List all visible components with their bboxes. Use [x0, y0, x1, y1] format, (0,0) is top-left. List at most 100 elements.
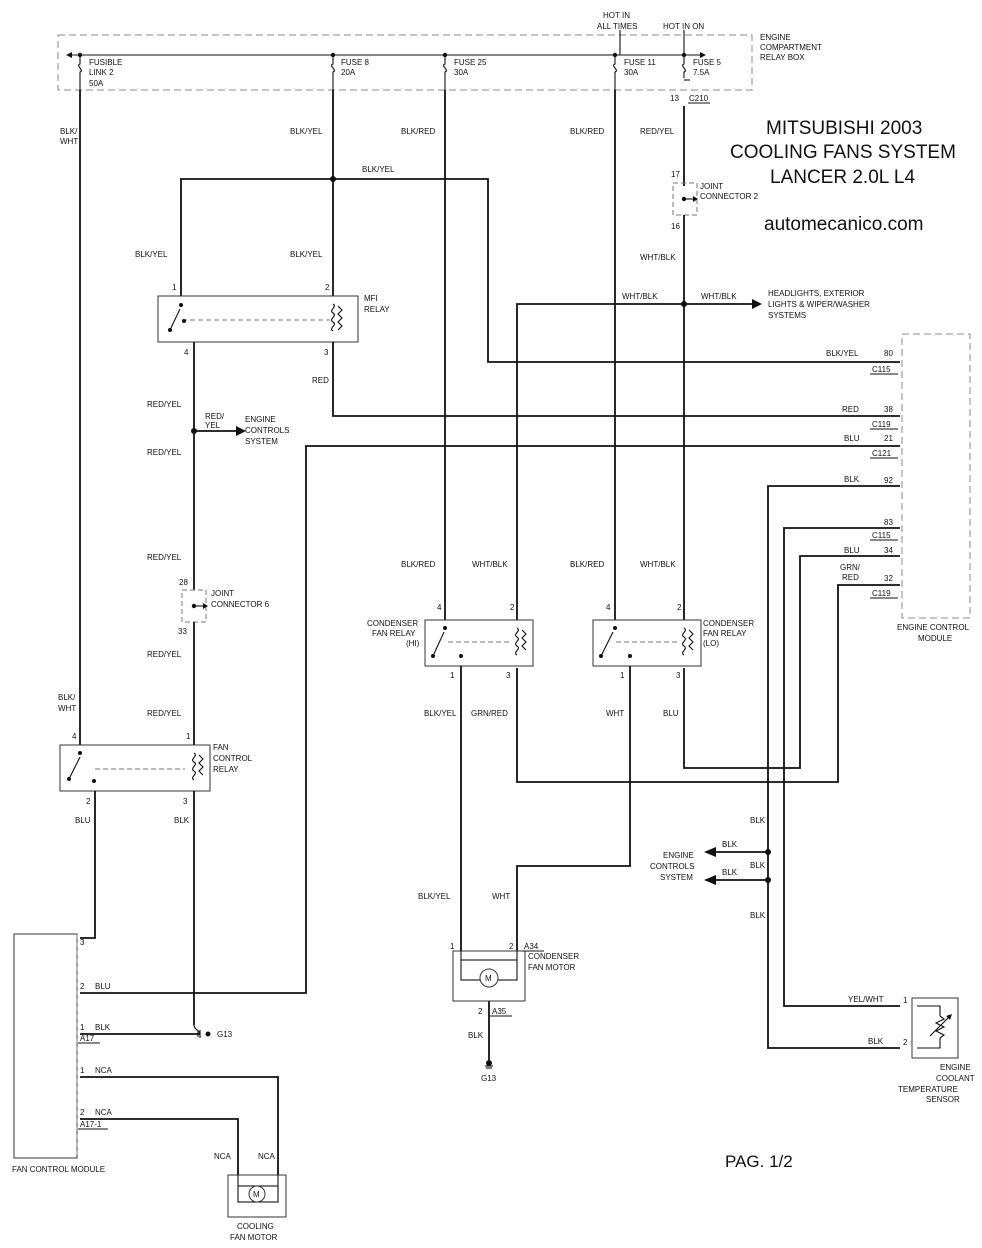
joint-connector-2: 17 16 JOINT CONNECTOR 2 [671, 170, 759, 231]
svg-text:MFI: MFI [364, 294, 378, 303]
svg-text:BLK: BLK [174, 816, 190, 825]
svg-text:CONTROLS: CONTROLS [650, 862, 694, 871]
svg-text:30A: 30A [454, 68, 469, 77]
svg-text:JOINT: JOINT [211, 589, 234, 598]
svg-text:28: 28 [179, 578, 188, 587]
svg-text:BLK: BLK [750, 816, 766, 825]
svg-text:COOLANT: COOLANT [936, 1074, 975, 1083]
fuse-11: FUSE 11 30A [613, 57, 656, 90]
coolant-temperature-sensor: 1 2 ENGINE COOLANT TEMPERATURE SENSOR [898, 996, 975, 1104]
svg-text:FUSE 11: FUSE 11 [624, 58, 656, 67]
svg-text:WHT/BLK: WHT/BLK [640, 560, 676, 569]
svg-text:BLK: BLK [722, 868, 738, 877]
svg-text:C121: C121 [872, 449, 892, 458]
svg-text:RED/YEL: RED/YEL [147, 709, 182, 718]
svg-text:SENSOR: SENSOR [926, 1095, 960, 1104]
svg-text:BLK/RED: BLK/RED [401, 560, 435, 569]
svg-text:CONDENSER: CONDENSER [703, 619, 754, 628]
svg-text:C115: C115 [872, 365, 891, 374]
svg-text:WHT/BLK: WHT/BLK [622, 292, 658, 301]
svg-text:FAN MOTOR: FAN MOTOR [528, 963, 576, 972]
svg-text:RED/YEL: RED/YEL [640, 127, 675, 136]
svg-text:2: 2 [510, 603, 515, 612]
condenser-fan-relay-hi: 4 2 1 3 CONDENSER FAN RELAY (HI) [367, 603, 534, 680]
svg-text:3: 3 [676, 671, 681, 680]
svg-text:C119: C119 [872, 420, 891, 429]
engine-control-module: 80 C115 38 C119 21 C121 92 83 C115 34 32… [870, 333, 971, 643]
svg-text:92: 92 [884, 476, 893, 485]
svg-text:16: 16 [671, 222, 680, 231]
ground-g13-condenser: G13 [481, 1060, 497, 1083]
svg-text:FAN: FAN [213, 743, 229, 752]
svg-text:4: 4 [184, 348, 189, 357]
svg-text:FAN RELAY: FAN RELAY [372, 629, 416, 638]
svg-text:SYSTEM: SYSTEM [245, 437, 278, 446]
svg-text:FUSE 8: FUSE 8 [341, 58, 370, 67]
svg-text:BLK: BLK [868, 1037, 884, 1046]
svg-text:WHT: WHT [58, 704, 76, 713]
svg-text:4: 4 [437, 603, 442, 612]
svg-text:ENGINE CONTROL: ENGINE CONTROL [897, 623, 970, 632]
svg-text:ENGINE: ENGINE [663, 851, 694, 860]
svg-text:2: 2 [80, 1108, 85, 1117]
svg-text:CONNECTOR 2: CONNECTOR 2 [700, 192, 759, 201]
svg-text:1: 1 [186, 732, 191, 741]
svg-text:A17-1: A17-1 [80, 1120, 102, 1129]
svg-text:LIGHTS & WIPER/WASHER: LIGHTS & WIPER/WASHER [768, 300, 870, 309]
fuse-5: FUSE 5 7.5A [682, 57, 722, 81]
svg-text:3: 3 [506, 671, 511, 680]
svg-text:83: 83 [884, 518, 893, 527]
svg-text:CONDENSER: CONDENSER [528, 952, 579, 961]
fuse-25: FUSE 25 30A [443, 57, 487, 90]
svg-text:3: 3 [183, 797, 188, 806]
svg-text:C115: C115 [872, 531, 891, 540]
svg-text:RED/YEL: RED/YEL [147, 448, 182, 457]
svg-text:3: 3 [324, 348, 329, 357]
condenser-fan-relay-lo: 4 2 1 3 CONDENSER FAN RELAY (LO) [592, 603, 754, 680]
svg-text:WHT/BLK: WHT/BLK [472, 560, 508, 569]
svg-text:GRN/RED: GRN/RED [471, 709, 508, 718]
svg-text:1: 1 [80, 1066, 85, 1075]
svg-text:BLK/RED: BLK/RED [401, 127, 435, 136]
svg-text:RED/YEL: RED/YEL [147, 553, 182, 562]
svg-text:BLK/RED: BLK/RED [570, 560, 604, 569]
svg-text:SYSTEM: SYSTEM [660, 873, 693, 882]
svg-text:32: 32 [884, 574, 893, 583]
svg-text:RELAY: RELAY [213, 765, 239, 774]
svg-text:BLK: BLK [95, 1023, 111, 1032]
cooling-fan-motor: M COOLING FAN MOTOR [227, 1174, 287, 1242]
svg-text:BLK: BLK [750, 861, 766, 870]
svg-text:M: M [253, 1190, 260, 1199]
relay-box [57, 34, 753, 91]
page-number: PAG. 1/2 [725, 1152, 793, 1171]
relay-box-label: RELAY BOX [760, 53, 805, 62]
svg-text:34: 34 [884, 546, 893, 555]
hot-all-times-label: ALL TIMES [597, 22, 637, 31]
svg-text:BLK: BLK [844, 475, 860, 484]
svg-text:YEL: YEL [205, 421, 221, 430]
svg-text:50A: 50A [89, 79, 104, 88]
svg-text:2: 2 [903, 1038, 908, 1047]
svg-text:COOLING: COOLING [237, 1222, 274, 1231]
svg-text:SYSTEMS: SYSTEMS [768, 311, 806, 320]
svg-text:1: 1 [620, 671, 625, 680]
svg-text:7.5A: 7.5A [693, 68, 710, 77]
svg-text:BLK/RED: BLK/RED [570, 127, 604, 136]
svg-text:21: 21 [884, 434, 893, 443]
svg-text:HEADLIGHTS, EXTERIOR: HEADLIGHTS, EXTERIOR [768, 289, 865, 298]
svg-text:RED/YEL: RED/YEL [147, 400, 182, 409]
svg-text:2: 2 [677, 603, 682, 612]
pin-13: 13 [670, 94, 679, 103]
svg-text:TEMPERATURE: TEMPERATURE [898, 1085, 958, 1094]
svg-text:BLK/YEL: BLK/YEL [424, 709, 457, 718]
svg-text:WHT: WHT [606, 709, 624, 718]
svg-text:NCA: NCA [95, 1108, 113, 1117]
mfi-relay: 1 2 4 3 MFI RELAY [157, 283, 390, 357]
svg-text:BLU: BLU [844, 434, 860, 443]
svg-text:WHT/BLK: WHT/BLK [640, 253, 676, 262]
svg-text:1: 1 [450, 671, 455, 680]
svg-text:RED: RED [842, 405, 859, 414]
svg-text:BLU: BLU [844, 546, 860, 555]
svg-text:LINK 2: LINK 2 [89, 68, 114, 77]
relay-box-label: COMPARTMENT [760, 43, 822, 52]
